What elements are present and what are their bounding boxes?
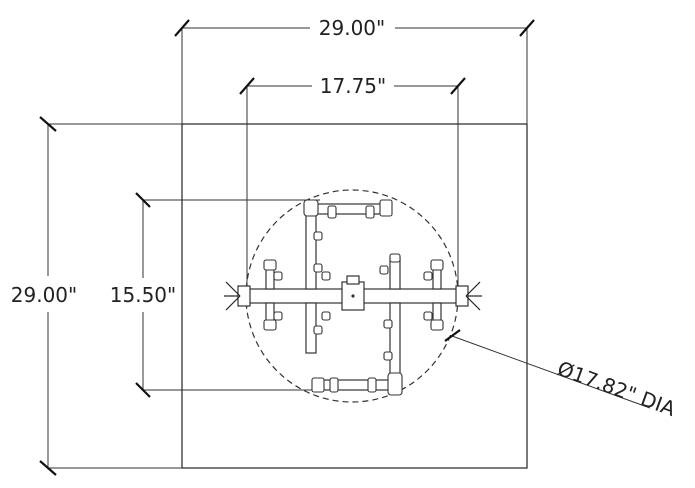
top-width-dimension: 29.00" — [174, 16, 535, 124]
outer-square-outline — [181, 123, 528, 469]
burner-pipe-assembly — [224, 199, 482, 396]
burner-width-label: 17.75" — [320, 74, 386, 98]
left-height-dimension: 29.00" — [11, 116, 182, 476]
burner-diameter-label: Ø17.82" DIA — [554, 356, 679, 421]
outer-height-label: 29.00" — [11, 283, 77, 307]
burner-height-label: 15.50" — [110, 283, 176, 307]
burner-width-dimension: 17.75" — [239, 74, 466, 292]
diameter-leader: Ø17.82" DIA — [444, 329, 679, 421]
burner-height-dimension: 15.50" — [110, 192, 320, 398]
outer-width-label: 29.00" — [319, 16, 385, 40]
